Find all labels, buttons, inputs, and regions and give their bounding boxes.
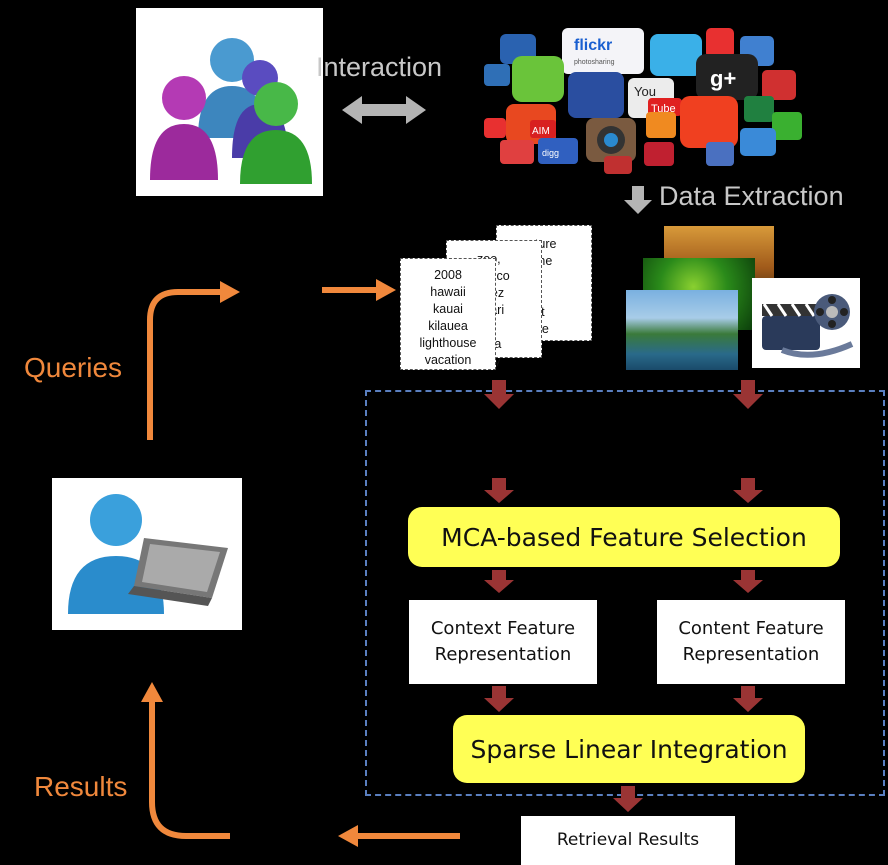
retrieval-results-box: Retrieval Results bbox=[521, 816, 735, 865]
users-group-icon bbox=[150, 38, 312, 184]
svg-text:AIM: AIM bbox=[532, 126, 550, 137]
tag-card-front: 2008 hawaii kauai kilauea lighthouse vac… bbox=[400, 258, 496, 370]
svg-text:g+: g+ bbox=[710, 66, 736, 91]
interaction-label: Interaction bbox=[316, 52, 443, 82]
data-extraction-arrow bbox=[624, 186, 652, 214]
interaction-double-arrow bbox=[342, 96, 426, 124]
queries-label: Queries bbox=[24, 352, 123, 383]
svg-text:You: You bbox=[634, 84, 656, 99]
queries-to-cards-arrow bbox=[322, 279, 396, 301]
svg-text:digg: digg bbox=[542, 148, 559, 158]
data-extraction-label: Data Extraction bbox=[659, 181, 844, 211]
results-label: Results bbox=[34, 771, 128, 802]
sparse-linear-integration-box: Sparse Linear Integration bbox=[453, 715, 805, 783]
mca-feature-selection-box: MCA-based Feature Selection bbox=[408, 507, 840, 567]
video-film-icon bbox=[752, 278, 860, 368]
social-media-logos: flickr photosharing You Tube g+ digg AIM bbox=[484, 26, 804, 176]
photo-coast-thumbnail bbox=[626, 290, 738, 370]
user-laptop-image bbox=[52, 478, 242, 630]
results-return-arrow bbox=[338, 825, 460, 847]
flickr-logo-text: flickr bbox=[574, 37, 612, 54]
results-curved-arrow bbox=[141, 682, 230, 839]
svg-text:photosharing: photosharing bbox=[574, 59, 615, 66]
users-group-image bbox=[136, 8, 323, 196]
queries-curved-arrow bbox=[147, 281, 240, 440]
user-laptop-icon bbox=[68, 494, 228, 614]
